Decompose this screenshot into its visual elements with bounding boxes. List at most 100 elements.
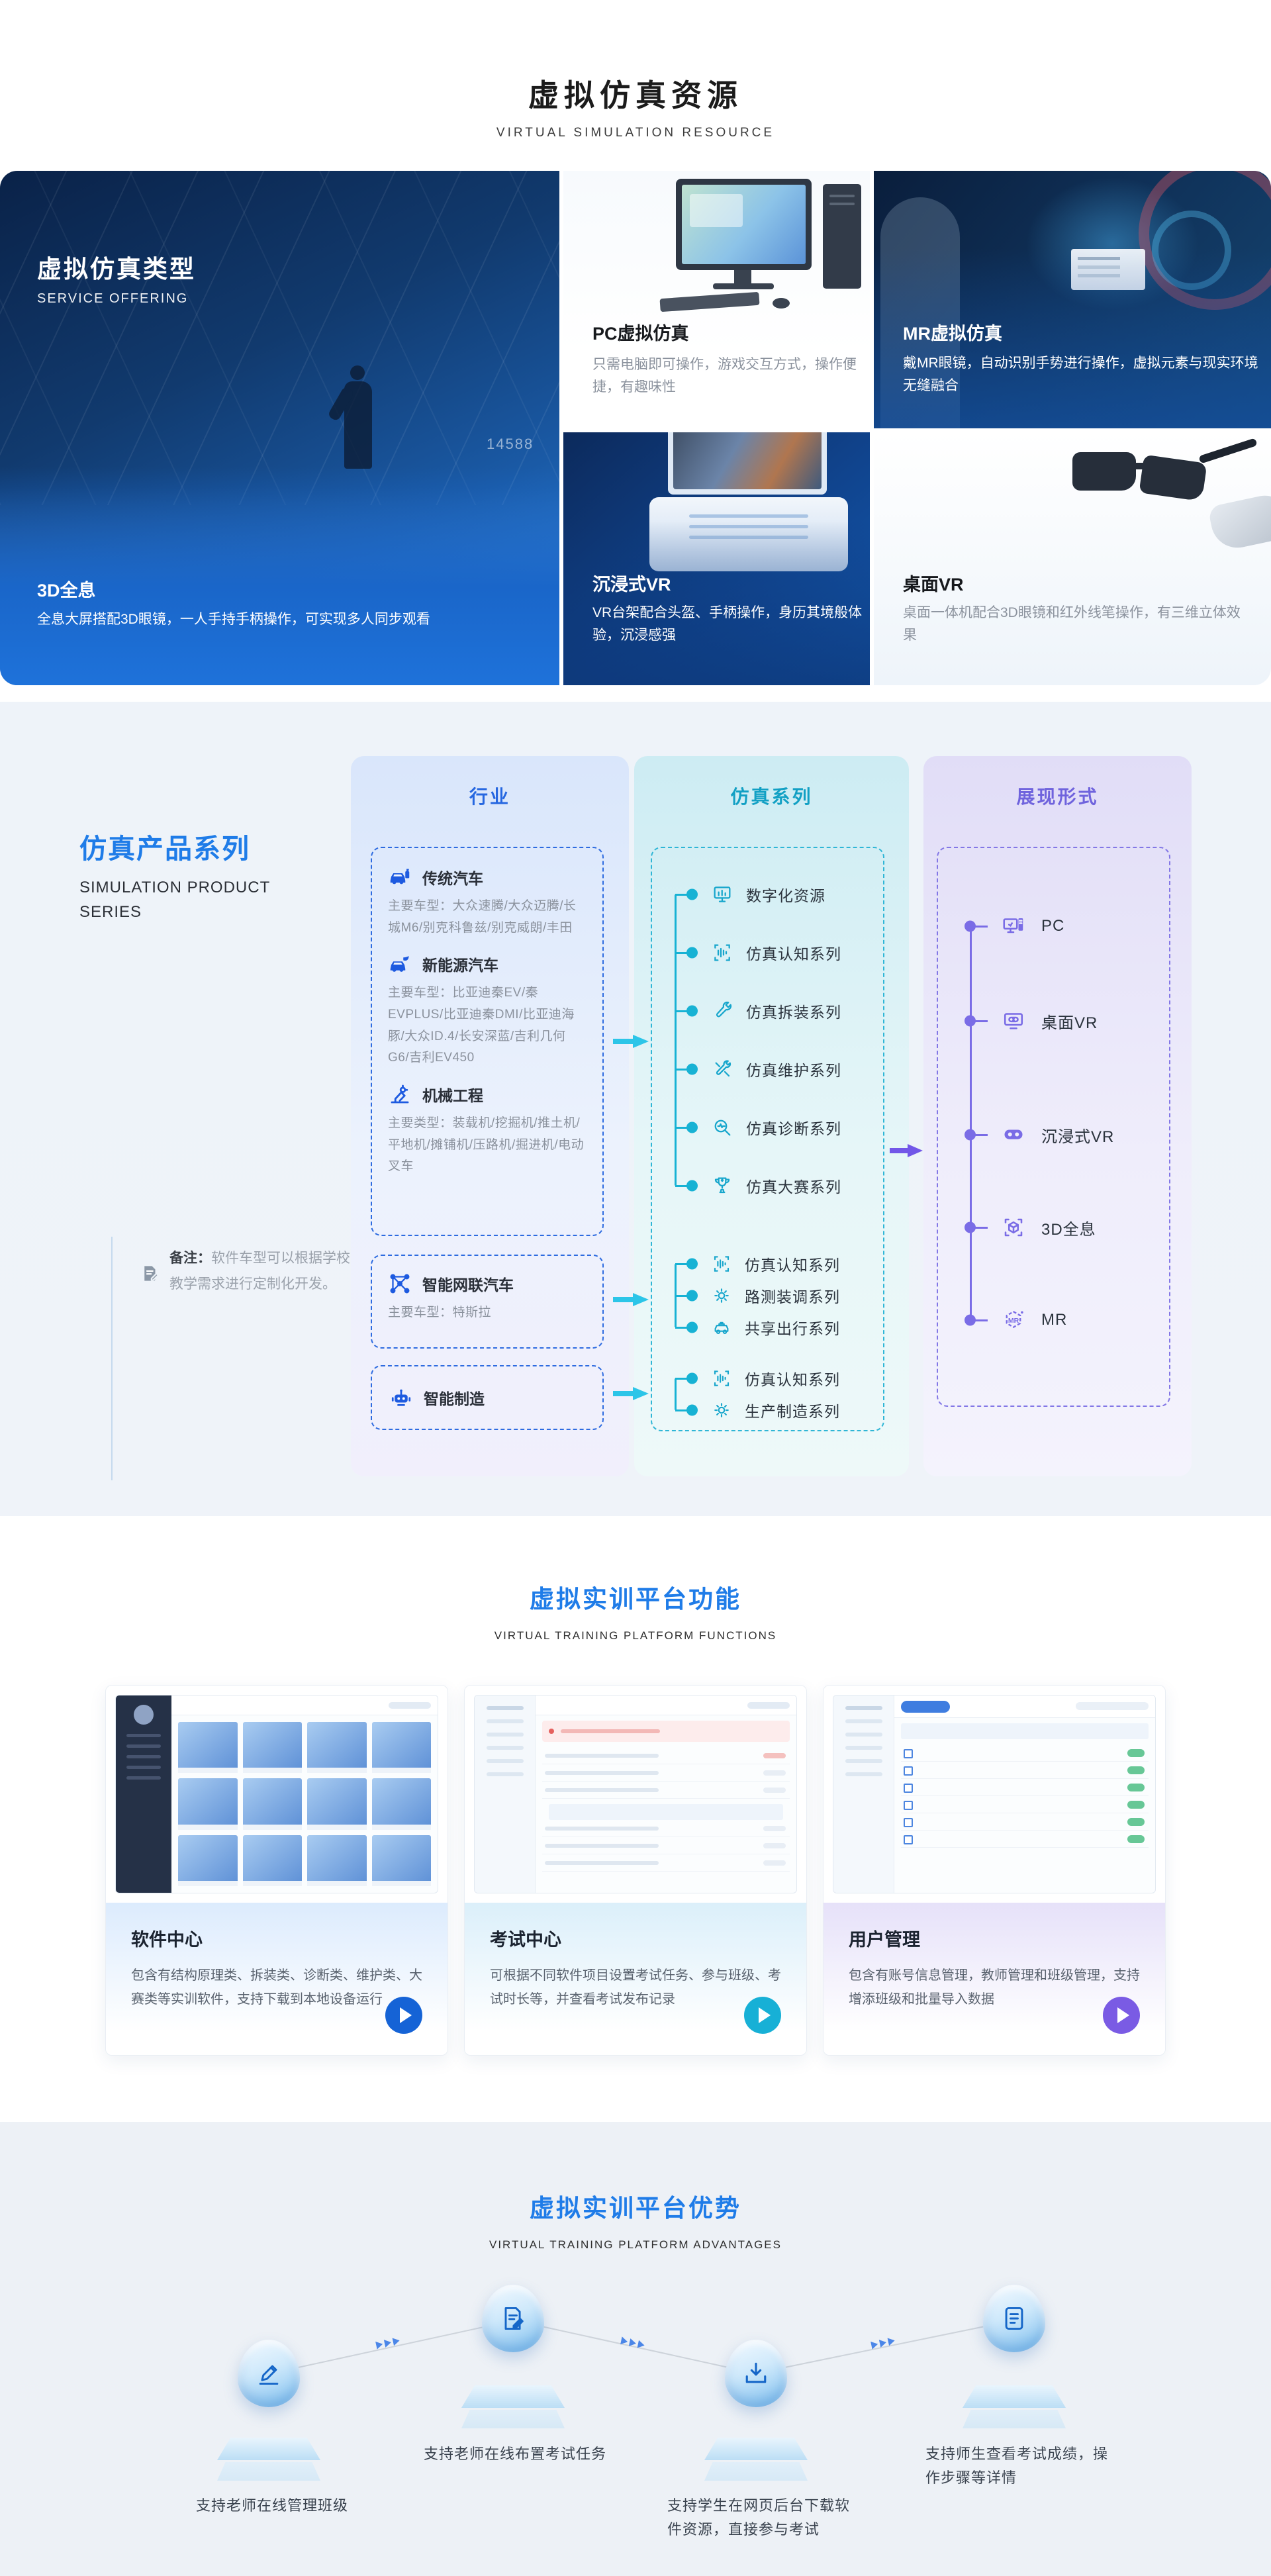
gear-icon [712,1286,731,1306]
note-label: 备注： [169,1251,211,1266]
table-row [901,1779,1149,1796]
tile-desc-3d: 全息大屏搭配3D眼镜，一人手持手柄操作，可实现多人同步观看 [37,612,430,627]
app-toolbar [894,1695,1155,1718]
thumbnail-tile [178,1835,238,1887]
note-divider [111,1237,113,1480]
assign-exam-icon [482,2285,544,2352]
sim-item: 共享出行系列 [675,1312,874,1343]
column-simulation-series: 仿真系列 数字化资源 仿真认知系列 [634,756,909,1476]
card-body: 用户管理 包含有账号信息管理，教师管理和班级管理，支持增添班级和批量导入数据 [824,1903,1165,2055]
industry-item-label: 智能制造 [424,1390,485,1407]
sim-item: 仿真认知系列 [675,924,874,982]
tile-title-vr: 沉浸式VR [592,575,671,595]
tile-title-dvr: 桌面VR [903,575,964,595]
download-software-icon [725,2340,787,2407]
card-title: 软件中心 [131,1930,203,1950]
thumbnail-tile [242,1778,302,1830]
robot-arm-icon [388,1082,412,1106]
card-desc: 包含有账号信息管理，教师管理和班级管理，支持增添班级和批量导入数据 [849,1968,1140,2007]
scan-waveform-icon [712,1368,731,1388]
display-item: 桌面VR [961,1008,1098,1034]
hero-tile-desktop-vr: 桌面VR 桌面一体机配合3D眼镜和红外线笔操作，有三维立体效果 [874,432,1271,685]
sim-group-2: 仿真认知系列 路测装调系列 共享出行系列 [675,1248,874,1343]
step-caption: 支持师生查看考试成绩，操作步骤等详情 [925,2446,1109,2487]
connector-line [771,2322,1000,2371]
card-title: 用户管理 [849,1930,920,1950]
hero-subtitle: SERVICE OFFERING [37,291,189,306]
exam-banner [542,1721,790,1742]
table-header [901,1723,1149,1739]
industry-item: 智能网联汽车 [388,1272,587,1296]
person-silhouette [344,365,372,469]
scan-waveform-icon [712,1254,731,1274]
play-button[interactable] [385,1997,422,2034]
column-display-header: 展现形式 [1016,787,1099,807]
tile-title-pc: PC虚拟仿真 [592,324,689,344]
exam-center-screenshot [474,1695,797,1893]
blue-overlay [563,432,870,685]
hero-title: 虚拟仿真类型 [37,256,196,283]
card-exam-center: 考试中心 可根据不同软件项目设置考试任务、参与班级、考试时长等，并查看考试发布记… [464,1685,807,2056]
gear-icon [712,1400,731,1420]
card-desc: 可根据不同软件项目设置考试任务、参与班级、考试时长等，并查看考试发布记录 [490,1968,781,2007]
connector-line [285,2322,500,2371]
exam-results-icon [983,2285,1045,2352]
holo-cube-icon [1002,1216,1025,1239]
page-header: 虚拟仿真资源 VIRTUAL SIMULATION RESOURCE [0,0,1271,140]
sim-series-box: 数字化资源 仿真认知系列 仿真拆装系列 [651,847,884,1431]
app-sidebar [833,1695,894,1893]
sim-group-1: 数字化资源 仿真认知系列 仿真拆装系列 [675,865,874,1215]
tile-title-3d: 3D全息 [37,581,96,600]
industry-group-icv: 智能网联汽车 主要车型：特斯拉 [371,1255,604,1349]
sim-item: 路测装调系列 [675,1280,874,1312]
sim-group-3: 仿真认知系列 生产制造系列 [675,1362,874,1426]
table-row [901,1796,1149,1813]
list-row [542,1782,790,1799]
table-row [901,1813,1149,1831]
industry-item-label: 智能网联汽车 [422,1276,514,1294]
blue-overlay [0,467,559,685]
3d-glasses-image [1072,438,1271,553]
hero-tile-immersive-vr: 沉浸式VR VR台架配合头盔、手柄操作，身历其境般体验，沉浸感强 [563,432,870,685]
platform-advantages-section: 虚拟实训平台优势 VIRTUAL TRAINING PLATFORM ADVAN… [0,2122,1271,2576]
sim-item: 数字化资源 [675,865,874,924]
thumbnail-tile [178,1778,238,1830]
software-center-screenshot [115,1695,438,1893]
flow-arrow-right [613,1035,649,1048]
card-body: 软件中心 包含有结构原理类、拆装类、诊断类、维护类、大赛类等实训软件，支持下载到… [106,1903,447,2055]
play-button[interactable] [744,1997,781,2034]
tile-desc-mr: 戴MR眼镜，自动识别手势进行操作，虚拟元素与现实环境无缝融合 [903,356,1258,394]
industry-item: 新能源汽车 [388,952,587,976]
sim-item: 仿真认知系列 [675,1362,874,1394]
note-text: 备注：软件车型可以根据学校教学需求进行定制化开发。 [169,1251,350,1292]
series-note: 备注：软件车型可以根据学校教学需求进行定制化开发。 [140,1246,359,1298]
tile-desc-dvr: 桌面一体机配合3D眼镜和红外线笔操作，有三维立体效果 [903,605,1241,644]
exam-task-list [536,1715,796,1893]
list-row [542,1837,790,1854]
pedestal [704,2438,808,2481]
display-item: 3D全息 [961,1214,1096,1241]
photo-number: 14588 [487,436,534,452]
page-title: 虚拟仿真资源 [528,78,743,113]
svg-text:MR: MR [1008,1317,1019,1325]
sim-item: 生产制造系列 [675,1394,874,1426]
series-subtitle: SIMULATION PRODUCT SERIES [79,879,270,922]
industry-group-auto: 传统汽车 主要车型：大众速腾/大众迈腾/长城M6/别克科鲁兹/别克威朗/丰田 新… [371,847,604,1236]
scan-waveform-icon [712,942,733,963]
table-row [901,1762,1149,1779]
industry-item-desc: 主要车型：大众速腾/大众迈腾/长城M6/别克科鲁兹/别克威朗/丰田 [388,899,577,935]
wrench-icon [712,1000,733,1022]
robot-icon [389,1386,413,1409]
flow-arrow-right [613,1387,649,1400]
industry-item-desc: 主要类型：装载机/挖掘机/推土机/平地机/摊铺机/压路机/掘进机/电动叉车 [388,1116,585,1174]
flow-arrow-right-purple [890,1144,923,1157]
app-sidebar [116,1695,171,1893]
list-row [542,1820,790,1837]
card-title: 考试中心 [490,1930,561,1950]
industry-item: 智能制造 [389,1386,485,1409]
note-edit-icon [140,1249,160,1298]
step-caption: 支持老师在线管理班级 [196,2497,349,2514]
list-row [542,1854,790,1872]
play-button[interactable] [1103,1997,1140,2034]
column-industry: 行业 传统汽车 主要车型：大众速腾/大众迈腾/长城M6/别克科鲁兹/别克威朗/丰… [351,756,629,1476]
